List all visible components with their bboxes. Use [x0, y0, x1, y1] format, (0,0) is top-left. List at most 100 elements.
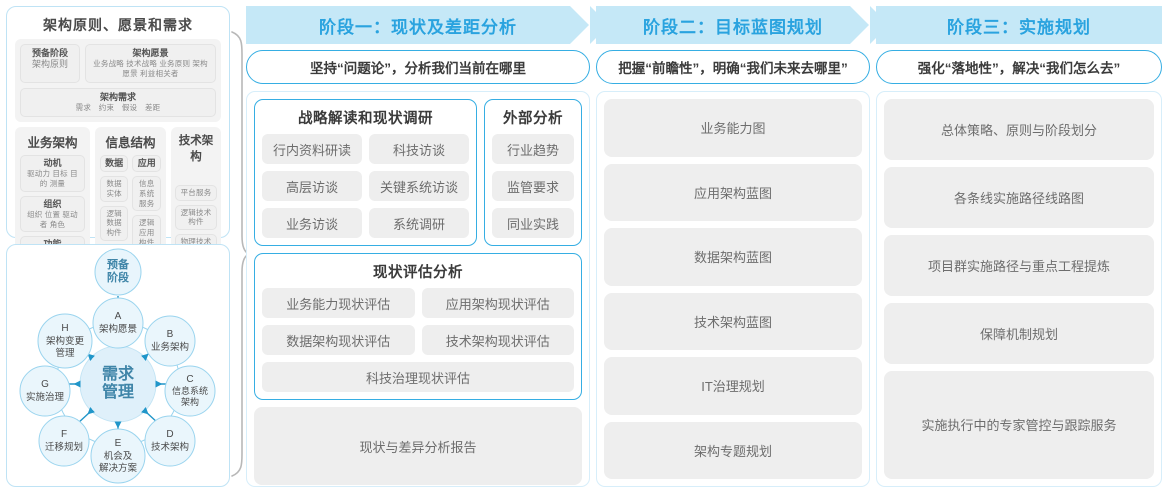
- chip-technology-interview[interactable]: 科技访谈: [369, 134, 469, 164]
- svg-text:业务架构: 业务架构: [151, 341, 189, 353]
- svg-text:架构愿景: 架构愿景: [99, 323, 137, 335]
- svg-text:F: F: [61, 429, 67, 440]
- strategy-research-section: 战略解读和现状调研 行内资料研读 科技访谈 高层访谈 关键系统访谈 业务访谈 系…: [254, 99, 477, 246]
- chip-program-roadmap-key-projects[interactable]: 项目群实施路径与重点工程提炼: [884, 234, 1154, 296]
- chip-expert-control-tracking-service[interactable]: 实施执行中的专家管控与跟踪服务: [884, 370, 1154, 479]
- phase-2-band: 阶段二：目标蓝图规划: [596, 6, 889, 44]
- phase-1-body: 战略解读和现状调研 行内资料研读 科技访谈 高层访谈 关键系统访谈 业务访谈 系…: [246, 91, 590, 487]
- strategy-research-row-3: 业务访谈 系统调研: [262, 208, 469, 238]
- svg-text:解决方案: 解决方案: [99, 462, 138, 474]
- architecture-requirements-items: 需求 约束 假设 差距: [75, 103, 161, 112]
- phase-1-band: 阶段一：现状及差距分析: [246, 6, 609, 44]
- chip-internal-docs-review[interactable]: 行内资料研读: [262, 134, 362, 164]
- phase-1-top-split: 战略解读和现状调研 行内资料研读 科技访谈 高层访谈 关键系统访谈 业务访谈 系…: [254, 99, 582, 246]
- assessment-row-1: 业务能力现状评估 应用架构现状评估: [262, 288, 574, 318]
- chip-peer-practice[interactable]: 同业实践: [492, 208, 574, 238]
- phase-2-band-label: 阶段二：目标蓝图规划: [643, 17, 823, 37]
- assessment-row-3: 科技治理现状评估: [262, 362, 574, 392]
- phase-1-band-label: 阶段一：现状及差距分析: [319, 17, 517, 37]
- svg-text:需求: 需求: [102, 364, 135, 383]
- chip-data-architecture-blueprint[interactable]: 数据架构蓝图: [604, 228, 862, 286]
- data-heading: 数据: [105, 157, 124, 168]
- chip-system-survey[interactable]: 系统调研: [369, 208, 469, 238]
- logical-technology-component-box: 逻辑技术构件: [175, 204, 217, 230]
- svg-text:A: A: [115, 311, 122, 322]
- strategy-research-row-1: 行内资料研读 科技访谈: [262, 134, 469, 164]
- current-state-assessment-section: 现状评估分析 业务能力现状评估 应用架构现状评估 数据架构现状评估 技术架构现状…: [254, 253, 582, 400]
- chip-it-governance-plan[interactable]: IT治理规划: [604, 357, 862, 415]
- current-state-assessment-title: 现状评估分析: [373, 265, 463, 281]
- architecture-requirements-box: 架构需求 需求 约束 假设 差距: [20, 87, 216, 117]
- chip-architecture-topic-plan[interactable]: 架构专题规划: [604, 421, 862, 479]
- svg-text:机会及: 机会及: [104, 450, 133, 462]
- business-organization-box: 组织 组织 位置 驱动者 角色: [20, 195, 85, 233]
- external-analysis-title: 外部分析: [503, 111, 563, 127]
- chip-technology-architecture-assessment[interactable]: 技术架构现状评估: [421, 325, 574, 355]
- architecture-requirements-title: 架构需求: [99, 91, 136, 102]
- preliminary-phase-line2: 架构原则: [31, 59, 68, 70]
- logical-data-component-label: 逻辑数据构件: [106, 208, 122, 238]
- information-system-service-label: 信息系统服务: [139, 179, 155, 208]
- pillar-business-architecture-title: 业务架构: [27, 135, 78, 150]
- svg-text:实施治理: 实施治理: [26, 391, 65, 403]
- logical-technology-component-label: 逻辑技术构件: [180, 207, 212, 227]
- preliminary-phase-box: 预备阶段 架构原则: [20, 44, 80, 83]
- architecture-vision-items: 业务战略 技术战略 业务原则 架构愿景 利益相关者: [93, 59, 208, 78]
- chip-executive-interview[interactable]: 高层访谈: [262, 171, 362, 201]
- data-entity-label: 数据实体: [106, 179, 122, 198]
- svg-text:信息系统: 信息系统: [172, 385, 208, 396]
- svg-text:管理: 管理: [55, 347, 75, 359]
- business-organization-items: 组织 位置 驱动者 角色: [27, 209, 78, 229]
- architecture-vision-title: 架构愿景: [132, 48, 169, 58]
- adm-cycle-diagram: 需求 管理 预备 阶段: [19, 248, 216, 484]
- chip-application-architecture-assessment[interactable]: 应用架构现状评估: [421, 288, 574, 318]
- left-column: 架构原则、愿景和需求 预备阶段 架构原则 架构愿景 业务战略 技术战略 业务原则…: [6, 6, 230, 493]
- logical-data-component-box: 逻辑数据构件: [99, 205, 129, 241]
- phase-2-body: 业务能力图 应用架构蓝图 数据架构蓝图 技术架构蓝图 IT治理规划 架构专题规划: [596, 91, 870, 487]
- svg-text:C: C: [186, 374, 193, 385]
- preliminary-phase-line1: 预备阶段: [31, 48, 68, 58]
- chip-business-interview[interactable]: 业务访谈: [262, 208, 362, 238]
- chip-business-capability-map[interactable]: 业务能力图: [604, 99, 862, 157]
- chip-it-governance-assessment[interactable]: 科技治理现状评估: [262, 362, 574, 392]
- chip-data-architecture-assessment[interactable]: 数据架构现状评估: [262, 325, 415, 355]
- phase-2-subtitle: 把握“前瞻性”，明确“我们未来去哪里”: [596, 50, 870, 84]
- chip-technology-architecture-blueprint[interactable]: 技术架构蓝图: [604, 292, 862, 350]
- chip-application-architecture-blueprint[interactable]: 应用架构蓝图: [604, 163, 862, 221]
- chip-business-capability-assessment[interactable]: 业务能力现状评估: [262, 288, 415, 318]
- platform-service-label: 平台服务: [180, 187, 212, 197]
- phase-3-column: 阶段三：实施规划 强化“落地性”，解决“我们怎么去” 总体策略、原则与阶段划分 …: [876, 6, 1162, 487]
- pillar-technology-architecture-title: 技术架构: [178, 134, 214, 163]
- phase-1-report[interactable]: 现状与差异分析报告: [254, 407, 582, 485]
- application-heading: 应用: [137, 157, 156, 168]
- phase-2-chevron-icon: [850, 6, 870, 44]
- business-organization-heading: 组织: [43, 198, 62, 209]
- business-motivation-box: 动机 驱动力 目标 目的 测量: [20, 154, 85, 192]
- data-entity-box: 数据实体: [99, 176, 129, 202]
- svg-text:管理: 管理: [102, 382, 134, 401]
- phase-1-column: 阶段一：现状及差距分析 坚持“问题论”，分析我们当前在哪里 战略解读和现状调研 …: [246, 6, 609, 487]
- phase-3-subtitle: 强化“落地性”，解决“我们怎么去”: [876, 50, 1162, 84]
- chip-assurance-mechanism-plan[interactable]: 保障机制规划: [884, 302, 1154, 364]
- chip-overall-strategy-principles-phasing[interactable]: 总体策略、原则与阶段划分: [884, 99, 1154, 160]
- svg-text:技术架构: 技术架构: [151, 441, 189, 453]
- svg-text:架构变更: 架构变更: [46, 335, 85, 347]
- information-system-service-box: 信息系统服务: [132, 176, 161, 212]
- phase-3-body: 总体策略、原则与阶段划分 各条线实施路径线路图 项目群实施路径与重点工程提炼 保…: [876, 91, 1162, 487]
- pillar-information-structure-title: 信息结构: [105, 135, 156, 150]
- vision-section: 预备阶段 架构原则 架构愿景 业务战略 技术战略 业务原则 架构愿景 利益相关者…: [15, 39, 221, 122]
- phase-2-column: 阶段二：目标蓝图规划 把握“前瞻性”，明确“我们未来去哪里” 业务能力图 应用架…: [596, 6, 889, 487]
- svg-text:H: H: [61, 323, 68, 334]
- chip-line-implementation-roadmap[interactable]: 各条线实施路径线路图: [884, 166, 1154, 228]
- togaf-framework-title: 架构原则、愿景和需求: [43, 17, 193, 33]
- adm-cycle-card: 需求 管理 预备 阶段: [6, 244, 230, 487]
- strategy-research-title: 战略解读和现状调研: [298, 111, 433, 127]
- chip-industry-trend[interactable]: 行业趋势: [492, 134, 574, 164]
- phase-3-band-label: 阶段三：实施规划: [947, 17, 1091, 37]
- svg-text:迁移规划: 迁移规划: [45, 441, 83, 453]
- logical-application-component-label: 逻辑应用构件: [139, 218, 155, 247]
- phase-1-chevron-icon: [570, 6, 590, 44]
- chip-regulatory-requirement[interactable]: 监管要求: [492, 171, 574, 201]
- svg-text:E: E: [115, 438, 122, 449]
- chip-key-system-interview[interactable]: 关键系统访谈: [369, 171, 469, 201]
